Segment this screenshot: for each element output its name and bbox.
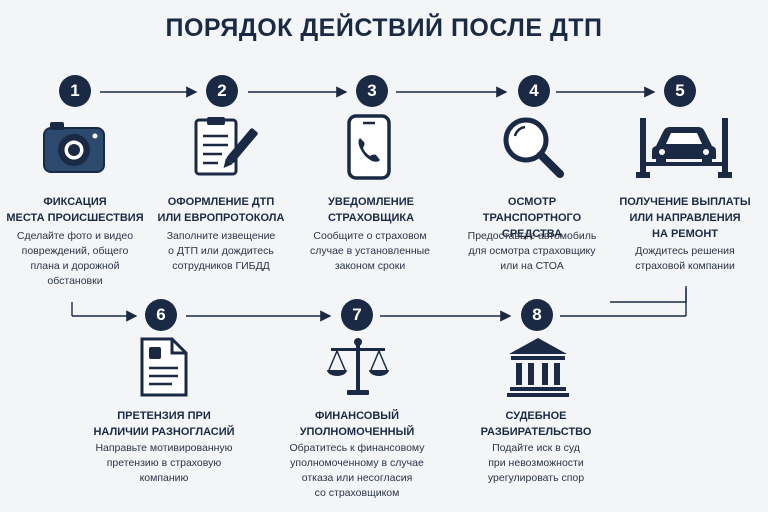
step-number-4: 4 <box>518 75 550 107</box>
step-5-title: Получение выплаты или направления на рем… <box>619 196 751 240</box>
page-title: ПОРЯДОК ДЕЙСТВИЙ ПОСЛЕ ДТП <box>165 14 603 42</box>
step-number-1: 1 <box>59 75 91 107</box>
step-number-6: 6 <box>145 299 177 331</box>
step-number-2: 2 <box>206 75 238 107</box>
step-8-description: Подайте иск в суд при невозможности урег… <box>487 442 585 484</box>
step-5-description: Дождитесь решения страховой компании <box>635 245 735 272</box>
form-pen-icon <box>190 116 260 185</box>
smartphone-call-icon <box>346 114 392 185</box>
step-3-title: Уведомление страховщика <box>327 196 415 224</box>
step-4-title: Осмотр транспортного средства <box>482 196 582 240</box>
step-number-8: 8 <box>521 299 553 331</box>
step-4-description: Предоставьте автомобиль для осмотра стра… <box>467 230 597 272</box>
camera-icon <box>40 118 108 181</box>
step-number-3: 3 <box>356 75 388 107</box>
step-number-5: 5 <box>664 75 696 107</box>
connector-5-down <box>610 288 687 303</box>
step-3-description: Сообщите о страховом случае в установлен… <box>309 230 431 272</box>
claim-document-icon <box>138 336 190 403</box>
courthouse-icon <box>505 336 571 403</box>
step-6-description: Направьте мотивированную претензию в стр… <box>95 442 233 484</box>
step-7-title: Финансовый уполномоченный <box>299 410 415 438</box>
step-7-description: Обратитесь к финансовому уполномоченному… <box>289 442 425 499</box>
magnifier-icon <box>500 114 566 185</box>
step-8-title: Судебное разбирательство <box>480 410 592 438</box>
step-number-7: 7 <box>341 299 373 331</box>
car-lift-icon <box>636 116 732 185</box>
step-1-title: Фиксация места происшествия <box>6 196 144 224</box>
step-6-title: Претензия при наличии разногласий <box>93 410 235 438</box>
step-2-description: Заполните извещение о ДТП или дождитесь … <box>166 230 276 272</box>
step-2-title: Оформление ДТП или европротокола <box>157 196 285 224</box>
scales-icon <box>325 336 391 405</box>
step-1-description: Сделайте фото и видео повреждений, общег… <box>16 230 134 287</box>
